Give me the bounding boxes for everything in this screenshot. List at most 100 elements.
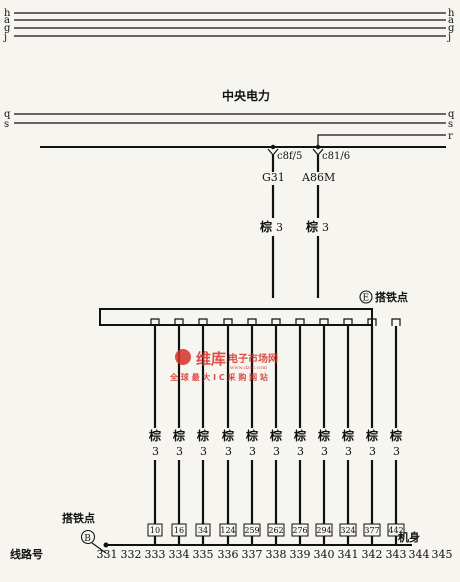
bus-label-right-g: g [448,23,455,34]
connector-wire-color-2: 棕 [305,219,318,234]
ground-e-badge [359,290,373,304]
ref-box-label: 262 [268,526,283,535]
line-number: 342 [362,548,383,561]
ref-box-label: 377 [364,526,379,535]
splice-notches [150,318,401,326]
bus-label-right-h: h [448,8,455,19]
connector-a86m: c81/6 A86M 棕 3 [301,144,350,298]
section-title: 中央电力 [222,88,270,103]
branch-wire-color: 棕 [365,428,378,443]
line-number: 340 [314,548,335,561]
line-number: 344 [409,548,430,561]
bus-label-left-j: j [3,32,7,43]
ref-box-label: 294 [316,526,331,535]
ref-box [171,523,187,537]
feed-bus-group: r [40,131,453,148]
line-number: 334 [169,548,190,561]
line-number: 338 [266,548,287,561]
branch-wire-color: 棕 [196,428,209,443]
watermark-title: 电子市场网 [228,352,278,365]
watermark-slogan: 全 球 最 大 I C 采 购 网 站 [169,372,268,382]
ref-box [315,523,333,537]
branch-wire-color: 棕 [148,428,161,443]
connector-g31: c8f/5 G31 棕 3 [259,144,302,298]
bus-label-left-g: g [4,23,11,34]
ground-b-badge [80,529,96,545]
bus-label-left-h: h [4,8,11,19]
line-number: 343 [386,548,407,561]
branch-wire-gauge: 3 [225,445,232,458]
ref-box [291,523,309,537]
watermark-logo-icon [175,349,191,365]
splice-notch [198,318,208,326]
branch-wire-color: 棕 [269,428,282,443]
splice-notch [174,318,184,326]
connector-name-1: G31 [262,171,285,184]
splice-notch [247,318,257,326]
ref-box [243,523,261,537]
watermark-url: www.dzsc.com [230,365,267,371]
ground-b-label: 搭铁点 [62,511,95,525]
branch-wire-color: 棕 [245,428,258,443]
line-number: 345 [432,548,453,561]
branch-wire-color: 棕 [172,428,185,443]
branch-wire-color: 棕 [221,428,234,443]
branch-wire-color: 棕 [341,428,354,443]
ground-point-e: E 搭铁点 [359,290,408,304]
bus-label-right-a: a [448,15,454,26]
ref-box [339,523,357,537]
splice-notch [343,318,353,326]
ref-box-label: 16 [174,526,184,535]
body-label: 机身 [398,530,420,544]
ref-box [147,523,163,537]
ref-box [363,523,381,537]
ref-box [219,523,237,537]
splice-notch [391,318,401,326]
bus-label-left-s: s [4,119,9,130]
branch-wire-gauge: 3 [345,445,352,458]
connector-wire-gauge-2: 3 [322,221,329,234]
branch-wire-gauge: 3 [369,445,376,458]
ground-b-leader [91,542,107,554]
ground-rail-end-dot [103,542,109,548]
splice-bar-outline [99,308,373,326]
ref-box [267,523,285,537]
splice-notch [319,318,329,326]
watermark-logo-text: 维库 [196,350,226,368]
line-number: 332 [121,548,142,561]
ref-box [387,523,405,537]
watermark: 维库 电子市场网 www.dzsc.com 全 球 最 大 I C 采 购 网 … [169,349,278,382]
ref-box-label: 34 [198,526,208,535]
branch-wire-gauge: 3 [297,445,304,458]
splice-bar [99,308,401,326]
ref-box-label: 259 [244,526,259,535]
branch-wire-gauge: 3 [393,445,400,458]
line-number: 341 [338,548,359,561]
connector-wire-color-1: 棕 [259,219,272,234]
branch-wire-gauge: 3 [200,445,207,458]
splice-notch [295,318,305,326]
connector-pin-2: c81/6 [322,151,350,162]
branch-wire-color: 棕 [293,428,306,443]
connector-name-2: A86M [301,171,335,184]
line-number: 331 [97,548,118,561]
line-number: 336 [218,548,239,561]
branch-wire-gauge: 3 [249,445,256,458]
mid-bus-group: q s q s [4,109,455,130]
bus-label-r: r [448,131,453,142]
splice-notch [223,318,233,326]
splice-notch [367,318,377,326]
bus-label-right-q: q [448,109,455,120]
bus-label-left-a: a [4,15,10,26]
branch-wire-gauge: 3 [321,445,328,458]
branch-wire-gauge: 3 [273,445,280,458]
ref-box-label: 276 [292,526,307,535]
splice-notch [150,318,160,326]
branch-wire-color: 棕 [389,428,402,443]
line-number-label: 线路号 [10,547,43,561]
line-number: 339 [290,548,311,561]
